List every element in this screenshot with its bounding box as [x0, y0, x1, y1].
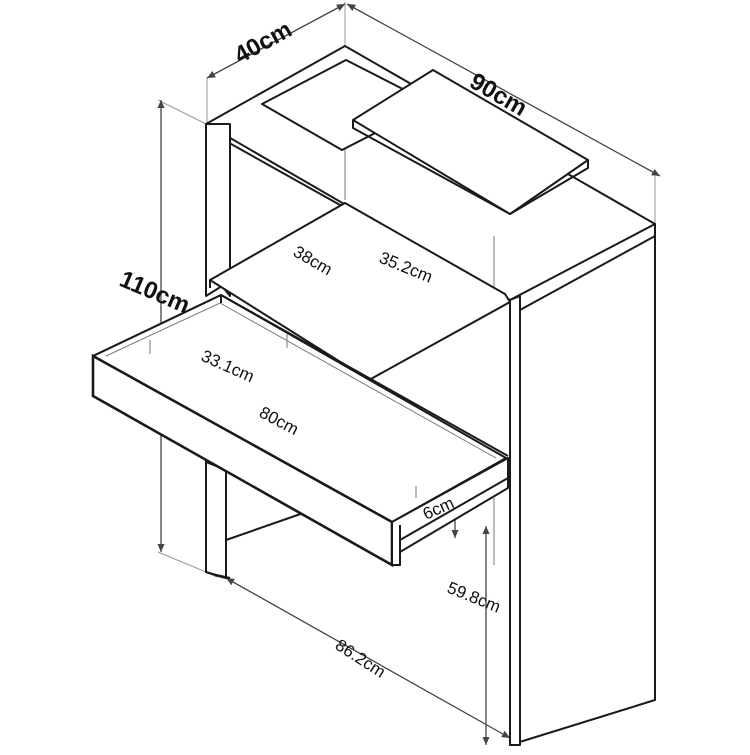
inner-width-dimension-line — [225, 577, 511, 739]
monitor-riser — [261, 59, 589, 215]
depth-label: 40cm — [230, 16, 297, 69]
width-dimension-line — [346, 3, 661, 177]
right-side-panel-face — [509, 223, 656, 746]
inner-width-label: 86.2cm — [332, 635, 389, 681]
left-side-panel-lower — [205, 461, 227, 579]
drawer — [91, 294, 509, 568]
depth-dimension-line — [206, 3, 346, 79]
clearance-label: 59.8cm — [445, 578, 504, 617]
right-side-panel-edge — [509, 295, 521, 746]
height-label: 110cm — [116, 266, 194, 320]
